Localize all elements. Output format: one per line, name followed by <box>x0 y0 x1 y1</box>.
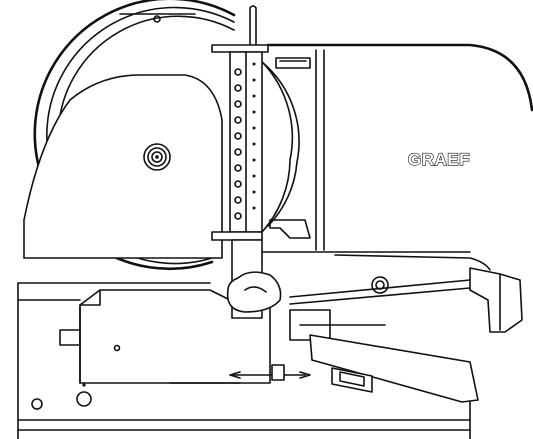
carriage-icon <box>79 289 386 384</box>
blade-icon <box>23 54 300 259</box>
motor-housing-icon <box>261 43 533 294</box>
brand-logo: GRAEF <box>407 149 470 169</box>
thickness-scale-icon <box>211 5 269 241</box>
handle-icon <box>226 239 523 403</box>
